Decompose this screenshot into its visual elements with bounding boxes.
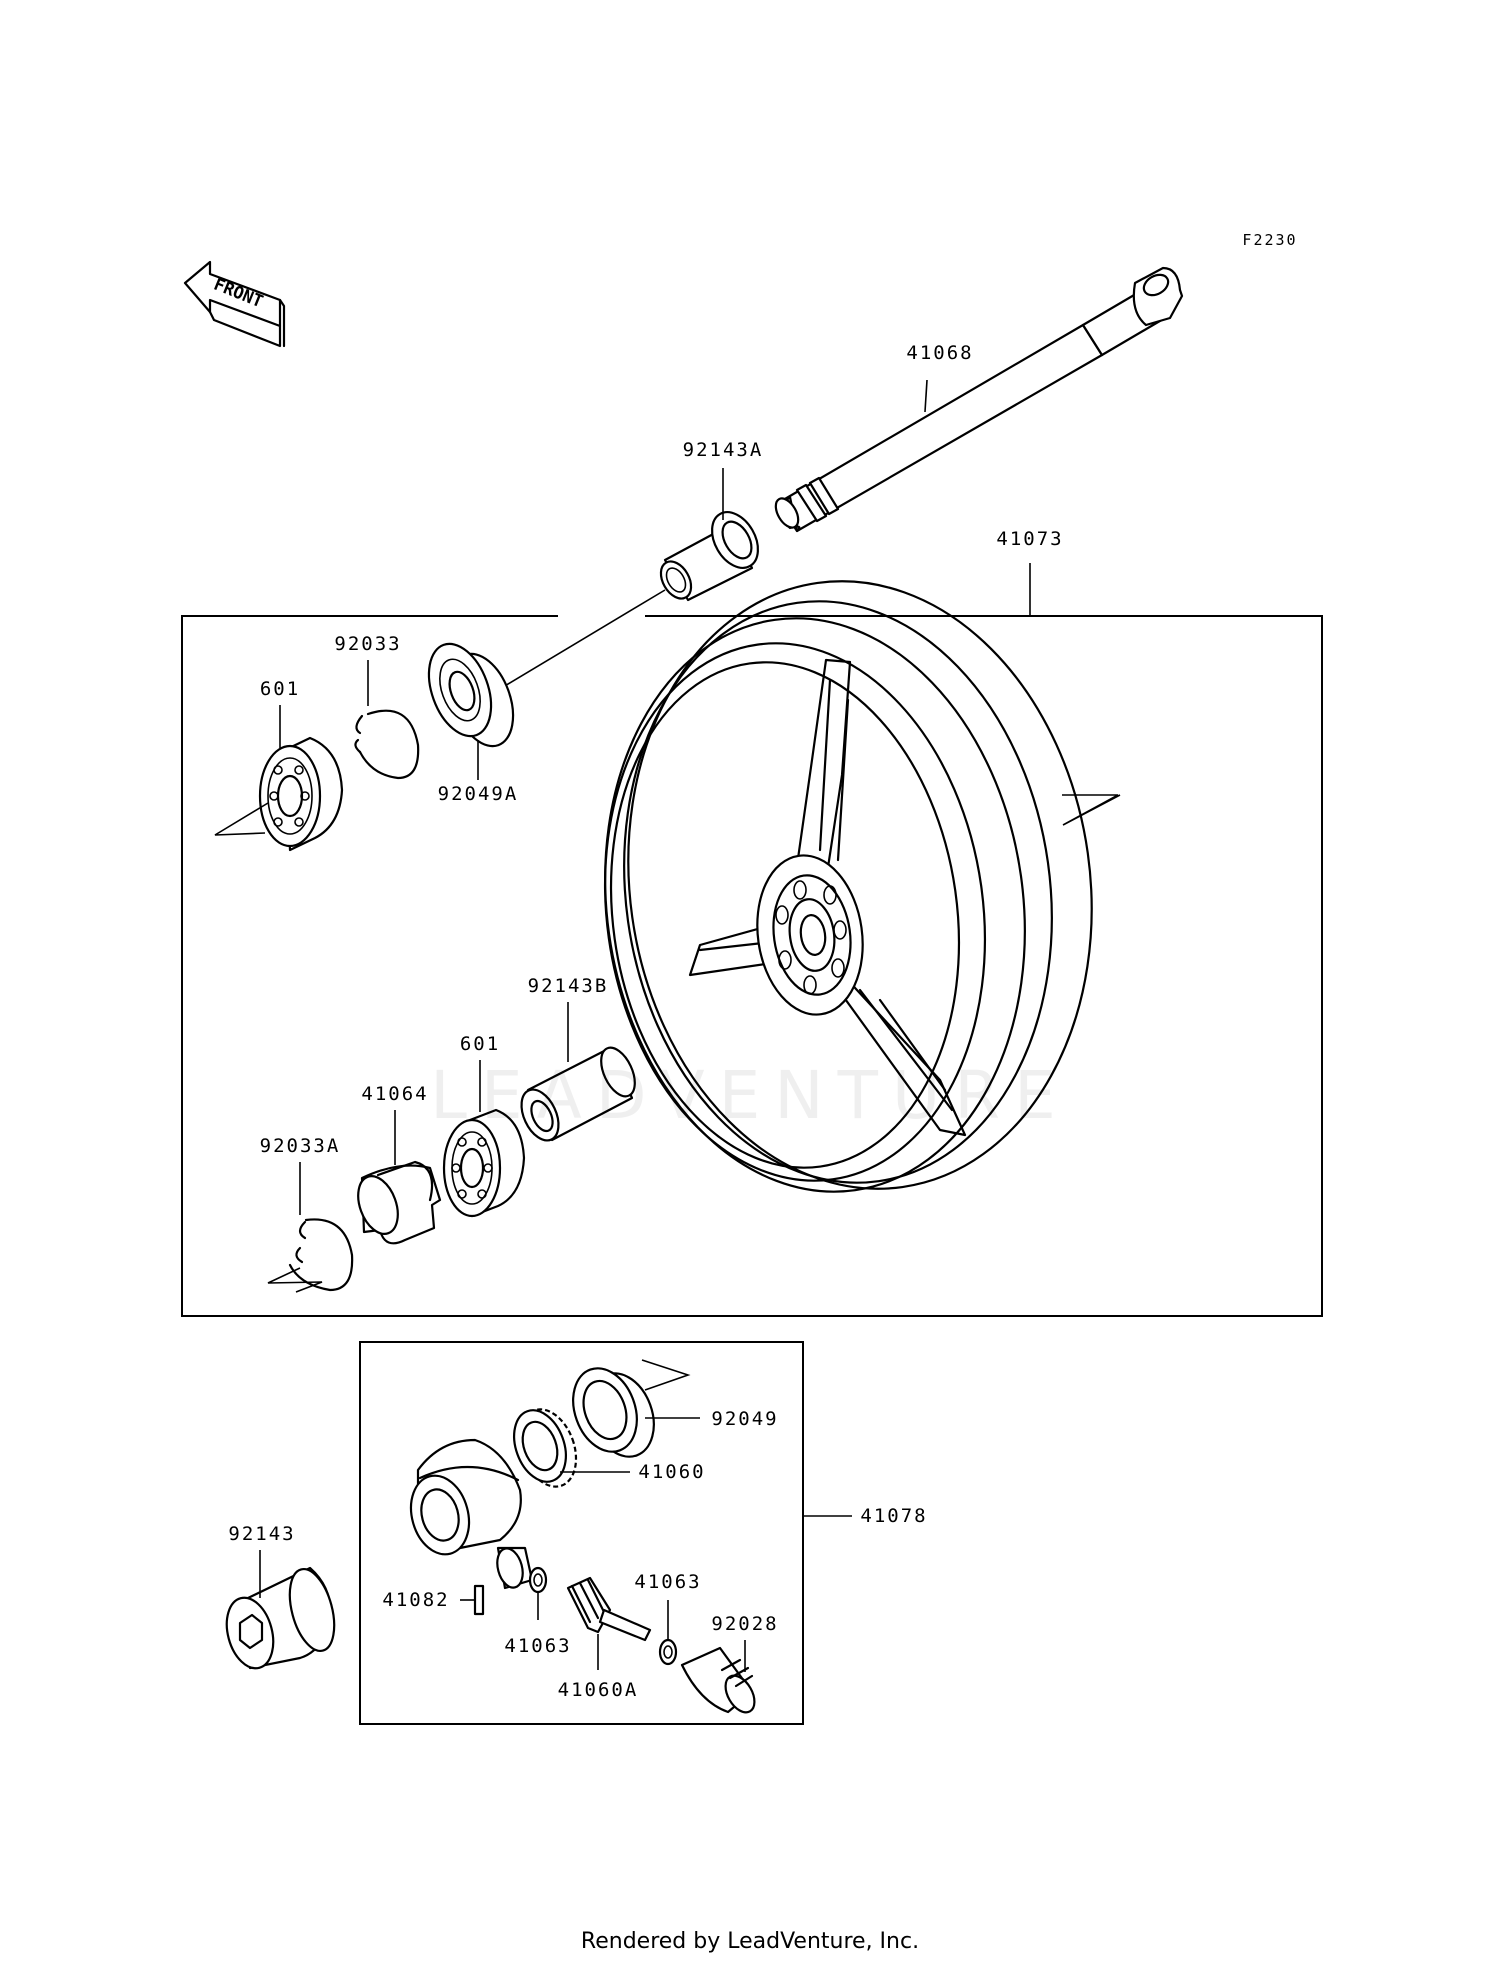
gear-41060 [513, 1408, 578, 1488]
sleeve [496, 1546, 534, 1590]
arrow-pointer-wheel [1062, 794, 1121, 826]
label-92033: 92033 [334, 633, 401, 655]
collar-92143b [520, 1046, 636, 1142]
watermark: LEADVENTURE [430, 1057, 1070, 1134]
bearing-601-lower [442, 1108, 526, 1218]
bushing-92028 [680, 1646, 756, 1714]
label-92143: 92143 [228, 1523, 295, 1545]
label-41064: 41064 [361, 1083, 428, 1105]
pin-41082 [473, 1584, 485, 1616]
label-41063-left: 41063 [504, 1635, 571, 1657]
meter-gear-frame [359, 1341, 804, 1725]
footer-credit: Rendered by LeadVenture, Inc. [581, 1929, 919, 1954]
label-41073: 41073 [996, 528, 1063, 550]
retainer-41064 [357, 1160, 442, 1245]
figure-code: F2230 [1242, 231, 1297, 249]
label-92049: 92049 [711, 1408, 778, 1430]
arrow-pointer-circlip [267, 1267, 323, 1293]
label-41063-right: 41063 [634, 1571, 701, 1593]
oil-seal-92049 [572, 1367, 655, 1458]
axle-shaft [774, 266, 1184, 533]
oil-seal-92049a [427, 642, 515, 748]
label-41060: 41060 [638, 1461, 705, 1483]
bearing-601-upper [258, 736, 344, 852]
washer-41063-left [528, 1566, 548, 1594]
label-92049a: 92049A [438, 783, 519, 805]
leader-41068 [924, 379, 928, 413]
collar-92143a [659, 511, 760, 602]
label-92033a: 92033A [260, 1135, 341, 1157]
label-41082: 41082 [382, 1589, 449, 1611]
label-41078: 41078 [860, 1505, 927, 1527]
label-92028: 92028 [711, 1613, 778, 1635]
assembly-line [497, 589, 666, 691]
front-direction-arrow: FRONT [183, 260, 286, 348]
collar-92143 [225, 1566, 336, 1670]
wheel-assembly-frame [181, 615, 1323, 1317]
label-41060a: 41060A [558, 1679, 639, 1701]
washer-41063-right [658, 1638, 678, 1666]
label-41068: 41068 [906, 342, 973, 364]
label-601-upper: 601 [260, 678, 300, 700]
label-92143a: 92143A [683, 439, 764, 461]
gear-housing [409, 1438, 522, 1556]
wheel-41073 [603, 580, 1093, 1193]
label-92143b: 92143B [528, 975, 609, 997]
circlip-92033a [288, 1218, 354, 1292]
drive-gear-41060a [566, 1576, 652, 1642]
label-601-lower: 601 [460, 1033, 500, 1055]
arrow-pointer-bearing [214, 802, 269, 836]
arrow-pointer-seal [641, 1359, 691, 1391]
circlip-92033 [354, 709, 420, 780]
